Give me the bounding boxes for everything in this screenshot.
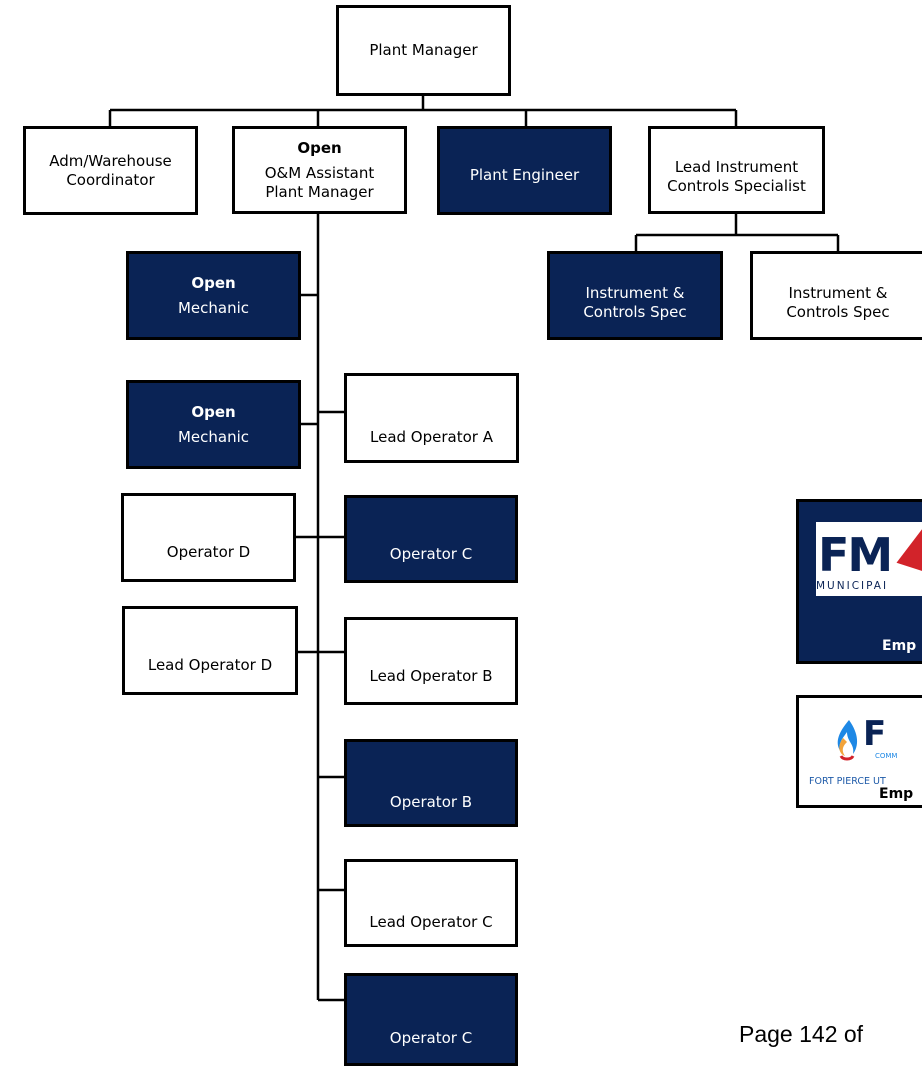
box-adm-warehouse: Adm/Warehouse Coordinator bbox=[23, 126, 198, 215]
fpua-logo-subtitle: COMM bbox=[875, 752, 898, 760]
box-label: Mechanic bbox=[177, 298, 250, 317]
box-mechanic-1: Open Mechanic bbox=[126, 251, 301, 340]
box-label: Coordinator bbox=[66, 170, 155, 189]
box-mechanic-2: Open Mechanic bbox=[126, 380, 301, 469]
legend-fmpa: FM MUNICIPAI Emp bbox=[796, 499, 922, 664]
legend-fpua: F COMM FORT PIERCE UT Emp bbox=[796, 695, 922, 808]
box-label: Controls Spec bbox=[583, 302, 687, 321]
box-lead-operator-c: Lead Operator C bbox=[344, 859, 518, 947]
box-ic-spec-white: Instrument & Controls Spec bbox=[750, 251, 922, 340]
box-operator-c-1: Operator C bbox=[344, 495, 518, 583]
flame-icon bbox=[837, 720, 858, 761]
box-label: Operator C bbox=[389, 544, 473, 563]
legend-caption: Emp bbox=[882, 638, 917, 654]
legend-caption: Emp bbox=[879, 786, 914, 802]
box-lead-operator-b: Lead Operator B bbox=[344, 617, 518, 705]
box-label: Plant Manager bbox=[265, 182, 374, 201]
box-label: Lead Operator C bbox=[369, 912, 493, 931]
fmpa-logo-subtitle: MUNICIPAI bbox=[816, 580, 889, 592]
box-status: Open bbox=[191, 273, 236, 292]
box-label: Operator D bbox=[166, 543, 251, 561]
box-operator-b: Operator B bbox=[344, 739, 518, 827]
box-plant-manager: Plant Manager bbox=[336, 5, 511, 96]
box-om-assistant: Open O&M Assistant Plant Manager bbox=[232, 126, 407, 214]
box-operator-d: Operator D bbox=[121, 493, 296, 582]
box-label: Controls Spec bbox=[786, 302, 890, 321]
box-label: Instrument & bbox=[585, 283, 685, 302]
box-operator-c-2: Operator C bbox=[344, 973, 518, 1066]
box-label: Lead Operator D bbox=[147, 656, 273, 674]
box-status: Open bbox=[297, 138, 342, 157]
box-label: Lead Operator B bbox=[369, 666, 493, 685]
box-label: Lead Instrument bbox=[674, 158, 799, 176]
box-ic-spec-navy: Instrument & Controls Spec bbox=[547, 251, 723, 340]
fmpa-logo-text: FM bbox=[818, 528, 893, 582]
box-status: Open bbox=[191, 402, 236, 421]
box-label: Operator B bbox=[389, 792, 473, 811]
fpua-logo-line: FORT PIERCE UT bbox=[809, 776, 886, 787]
box-label: Operator C bbox=[389, 1029, 473, 1047]
fmpa-logo: FM MUNICIPAI bbox=[816, 522, 922, 596]
page-number: Page 142 of bbox=[739, 1021, 864, 1047]
box-lead-operator-d: Lead Operator D bbox=[122, 606, 298, 695]
box-label: Instrument & bbox=[788, 283, 888, 302]
box-label: Plant Engineer bbox=[469, 166, 580, 184]
box-plant-engineer: Plant Engineer bbox=[437, 126, 612, 215]
box-label: Mechanic bbox=[177, 427, 250, 446]
box-lead-operator-a: Lead Operator A bbox=[344, 373, 519, 463]
box-label: Controls Specialist bbox=[667, 177, 806, 195]
box-lead-instrument: Lead Instrument Controls Specialist bbox=[648, 126, 825, 214]
fmpa-swoosh-icon bbox=[896, 524, 922, 572]
box-label: O&M Assistant bbox=[264, 163, 375, 182]
box-label: Lead Operator A bbox=[370, 427, 493, 446]
box-label: Adm/Warehouse bbox=[49, 151, 172, 170]
box-label: Plant Manager bbox=[369, 41, 478, 59]
fpua-logo-text: F bbox=[863, 714, 887, 754]
